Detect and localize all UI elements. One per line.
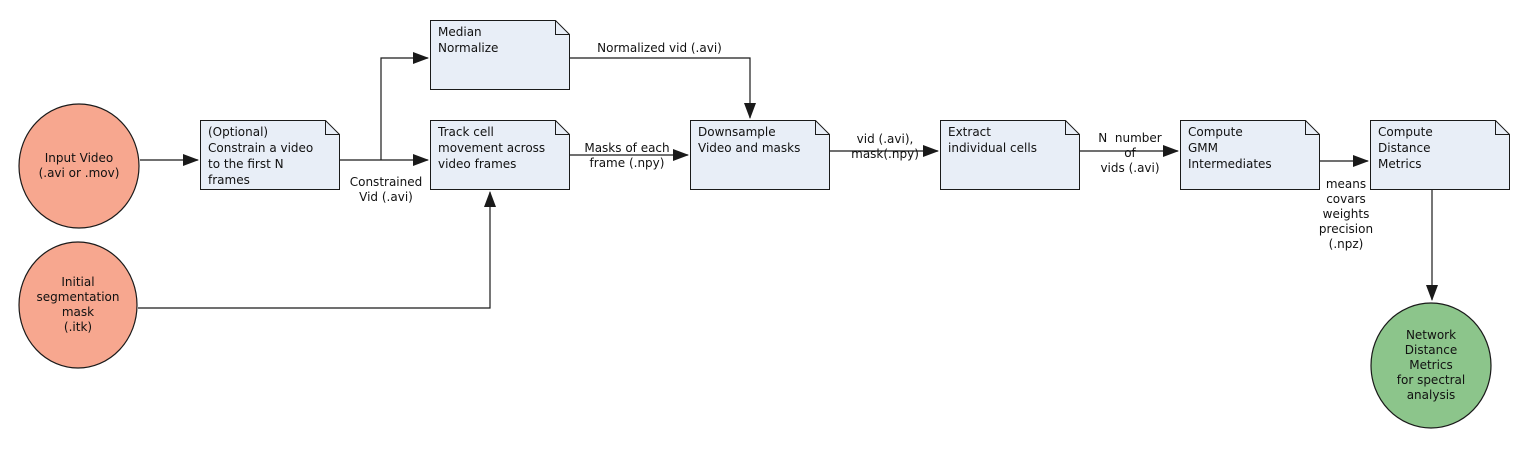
extract-cells-label: Extract individual cells	[948, 125, 1037, 155]
edge-label-vid-mask: vid (.avi), mask(.npy)	[851, 132, 919, 161]
extract-note-fold	[1065, 120, 1080, 135]
downsample-note-fold	[815, 120, 830, 135]
initial-mask-label: Initial segmentation mask (.itk)	[36, 275, 120, 334]
edge-label-constrained-vid: Constrained Vid (.avi)	[349, 175, 423, 204]
edge-label-n-vids: N number of vids (.avi)	[1098, 131, 1162, 175]
initial-mask-ellipse	[18, 241, 138, 369]
edge-median-to-downsample	[570, 57, 756, 119]
distance-note-shape	[1370, 120, 1510, 190]
node-compute-gmm: Compute GMM Intermediates	[1180, 120, 1320, 190]
compute-distance-label: Compute Distance Metrics	[1378, 125, 1433, 171]
extract-note-shape	[940, 120, 1080, 190]
constrain-note-fold	[325, 120, 340, 135]
edge-label-gmm-params: means covars weights precision (.npz)	[1318, 177, 1374, 251]
node-compute-distance: Compute Distance Metrics	[1370, 120, 1510, 190]
network-metrics-label: Network Distance Metrics for spectral an…	[1396, 328, 1466, 402]
node-median-normalize: Median Normalize	[430, 20, 570, 90]
downsample-label: Downsample Video and masks	[698, 125, 801, 155]
constrain-label: (Optional) Constrain a video to the firs…	[208, 125, 314, 187]
node-initial-mask: Initial segmentation mask (.itk)	[18, 241, 138, 369]
node-network-metrics: Network Distance Metrics for spectral an…	[1370, 302, 1492, 429]
node-input-video: Input Video (.avi or .mov)	[18, 103, 140, 229]
track-cells-label: Track cell movement across video frames	[438, 125, 546, 171]
input-video-ellipse	[18, 103, 140, 229]
node-track-cells: Track cell movement across video frames	[430, 120, 570, 190]
track-note-fold	[555, 120, 570, 135]
distance-note-fold	[1495, 120, 1510, 135]
median-note-shape	[430, 20, 570, 90]
gmm-note-fold	[1305, 120, 1320, 135]
track-note-shape	[430, 120, 570, 190]
downsample-note-shape	[690, 120, 830, 190]
network-metrics-ellipse	[1370, 302, 1492, 429]
compute-gmm-label: Compute GMM Intermediates	[1188, 125, 1272, 171]
median-note-fold	[555, 20, 570, 35]
edge-label-normalized-vid: Normalized vid (.avi)	[597, 41, 722, 55]
node-downsample: Downsample Video and masks	[690, 120, 830, 190]
median-normalize-label: Median Normalize	[438, 25, 499, 55]
node-constrain: (Optional) Constrain a video to the firs…	[200, 120, 340, 190]
edge-label-masks-each-frame: Masks of each frame (.npy)	[584, 141, 670, 170]
node-extract-cells: Extract individual cells	[940, 120, 1080, 190]
input-video-label: Input Video (.avi or .mov)	[38, 151, 120, 180]
edge-constrain-to-median	[380, 52, 429, 160]
constrain-note-shape	[200, 120, 340, 190]
edge-mask-to-track	[138, 191, 496, 309]
gmm-note-shape	[1180, 120, 1320, 190]
